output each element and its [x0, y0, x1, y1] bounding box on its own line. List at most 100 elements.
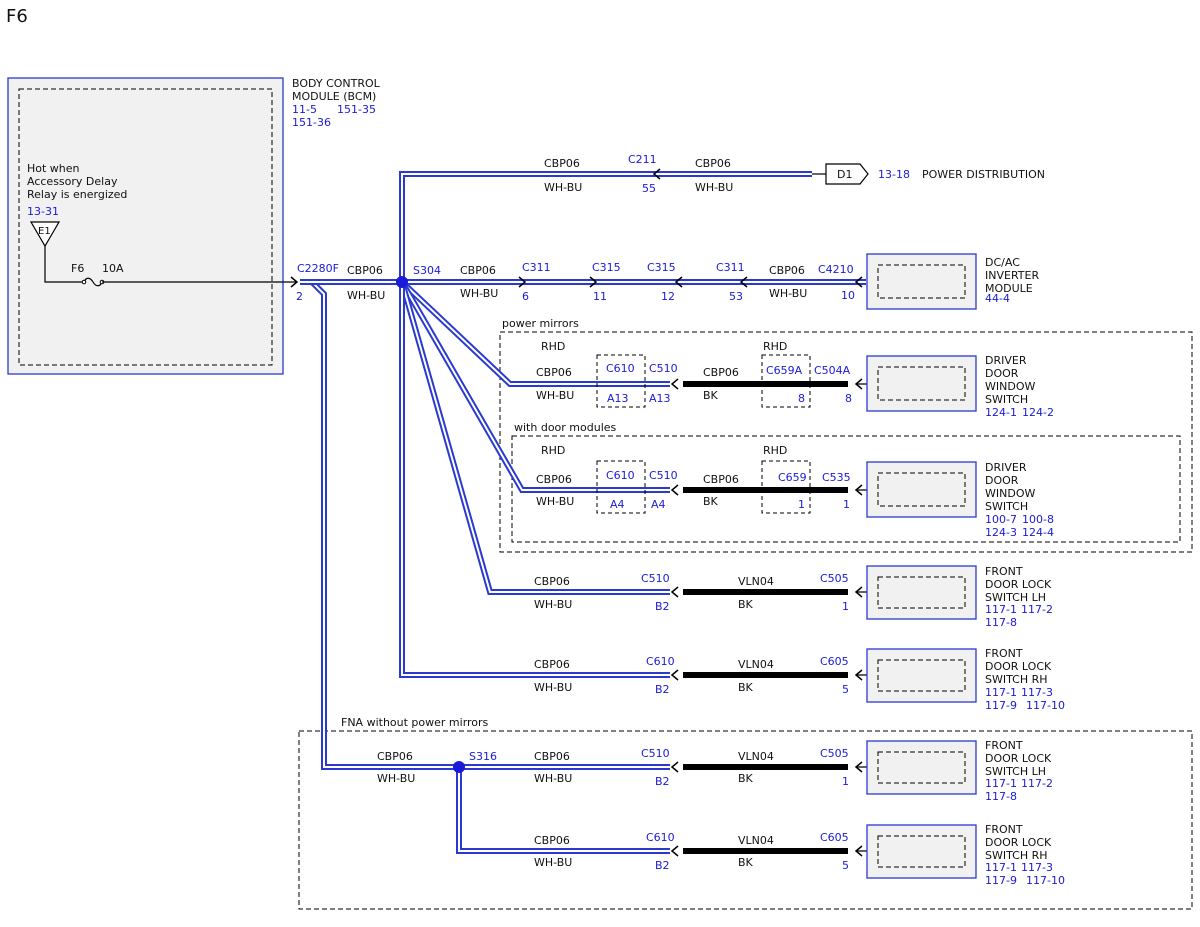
wire-wh-bu-core	[401, 281, 670, 385]
component-ref: 117-1	[985, 603, 1017, 616]
bcm-note-line: Relay is energized	[27, 188, 127, 201]
component-name: DRIVER	[985, 461, 1027, 474]
pin-label: A4	[610, 498, 625, 511]
pin-label: A4	[651, 498, 666, 511]
component-name: SWITCH	[985, 393, 1028, 406]
component-name: FRONT	[985, 823, 1023, 836]
wire-color-label: WH-BU	[534, 772, 572, 785]
pin-label: 1	[843, 498, 850, 511]
circuit-label: CBP06	[534, 575, 570, 588]
connector-c510: C510	[641, 572, 670, 585]
group-label-fna: FNA without power mirrors	[341, 716, 489, 729]
component-ref: 117-3	[1021, 861, 1053, 874]
wire-color-label: BK	[738, 856, 754, 869]
circuit-label: CBP06	[536, 366, 572, 379]
circuit-label: CBP06	[377, 750, 413, 763]
component-name: DOOR	[985, 367, 1019, 380]
bcm-note-line: Accessory Delay	[27, 175, 118, 188]
wire-color-label: BK	[738, 598, 754, 611]
bcm-ref: 151-36	[292, 116, 331, 129]
component-name: DOOR	[985, 474, 1019, 487]
circuit-label: CBP06	[347, 264, 383, 277]
component-ref: 117-10	[1026, 699, 1065, 712]
pin-label: 1	[842, 600, 849, 613]
circuit-label: CBP06	[703, 366, 739, 379]
connector-c659a: C659A	[766, 364, 803, 377]
component-ref: 124-3	[985, 526, 1017, 539]
component-name: INVERTER	[985, 269, 1039, 282]
component-ref: 124-1	[985, 406, 1017, 419]
component-name: DOOR LOCK	[985, 660, 1052, 673]
wire-color-label: WH-BU	[534, 681, 572, 694]
component-name: DRIVER	[985, 354, 1027, 367]
rhd-label: RHD	[763, 340, 787, 353]
circuit-label: CBP06	[769, 264, 805, 277]
wire-color-label: WH-BU	[536, 495, 574, 508]
component-ref: 44-4	[985, 292, 1010, 305]
connector-c610: C610	[606, 469, 635, 482]
bcm-component: BODY CONTROL MODULE (BCM) 11-5 151-35 15…	[7, 77, 381, 375]
wire-color-label: WH-BU	[536, 389, 574, 402]
wire-wh-bu-core	[401, 173, 812, 282]
bcm-ref: 151-35	[337, 103, 376, 116]
pin-label: 2	[296, 290, 303, 303]
component-ref: 124-4	[1022, 526, 1054, 539]
circuit-label: VLN04	[738, 658, 774, 671]
splice-label-s304: S304	[413, 264, 441, 277]
row-fna: CBP06 WH-BU CBP06 WH-BU C510 B2 VLN04 BK…	[377, 739, 1065, 887]
component-ref: 117-1	[985, 686, 1017, 699]
rhd-label: RHD	[541, 340, 565, 353]
connector-c505: C505	[820, 572, 849, 585]
connector-c504a: C504A	[814, 364, 851, 377]
bcm-ref: 11-5	[292, 103, 317, 116]
pin-label: B2	[655, 859, 670, 872]
component-name: FRONT	[985, 739, 1023, 752]
component-name: DC/AC	[985, 256, 1020, 269]
component-ref: 100-7	[985, 513, 1017, 526]
connector-c2280f: C2280F	[297, 262, 339, 275]
component-name: DOOR LOCK	[985, 836, 1052, 849]
component-ref: 124-2	[1022, 406, 1054, 419]
component-ref: 117-9	[985, 699, 1017, 712]
pin-label: B2	[655, 683, 670, 696]
group-label-power-mirrors: power mirrors	[502, 317, 579, 330]
connector-c311: C311	[716, 261, 745, 274]
component-name: FRONT	[985, 565, 1023, 578]
circuit-label: VLN04	[738, 575, 774, 588]
row-door-lock-rh: CBP06 WH-BU C610 B2 VLN04 BK C605 5 FRON…	[534, 647, 1065, 712]
pin-label: 5	[842, 683, 849, 696]
component-name: SWITCH RH	[985, 849, 1048, 862]
page-connector-tag: D1	[837, 168, 852, 181]
bcm-name-line-2: MODULE (BCM)	[292, 90, 376, 103]
wh-bu-wires	[300, 171, 866, 854]
wire-color-label: BK	[703, 495, 719, 508]
component-ref: 117-9	[985, 874, 1017, 887]
pin-label: 12	[661, 290, 675, 303]
wire-color-label: WH-BU	[534, 856, 572, 869]
rhd-label: RHD	[541, 444, 565, 457]
connector-c659: C659	[778, 471, 807, 484]
component-name: SWITCH LH	[985, 765, 1046, 778]
power-source-label: E1	[38, 226, 51, 237]
connector-c510: C510	[649, 469, 678, 482]
component-ref: 100-8	[1022, 513, 1054, 526]
wire-color-label: WH-BU	[460, 287, 498, 300]
pin-label: B2	[655, 600, 670, 613]
pin-label: 53	[729, 290, 743, 303]
row-power-distribution: CBP06 WH-BU C211 55 CBP06 WH-BU D1 13-18…	[544, 153, 1045, 195]
connector-c605: C605	[820, 831, 849, 844]
row-door-lock-lh: CBP06 WH-BU C510 B2 VLN04 BK C505 1 FRON…	[534, 565, 1053, 629]
page-connector-icon	[825, 163, 869, 185]
bcm-note-line: Hot when	[27, 162, 80, 175]
connector-c605: C605	[820, 655, 849, 668]
row-door-modules: RHD RHD CBP06 WH-BU C610 A4 C510 A4 CBP0…	[536, 444, 1054, 539]
page-title: F6	[6, 6, 28, 27]
fuse-label: F6	[71, 262, 84, 275]
wire-color-label: BK	[738, 772, 754, 785]
connector-c510: C510	[641, 747, 670, 760]
page-ref: 13-18	[878, 168, 910, 181]
fuse-icon	[83, 277, 103, 287]
connector-c315: C315	[647, 261, 676, 274]
component-name: WINDOW	[985, 380, 1035, 393]
